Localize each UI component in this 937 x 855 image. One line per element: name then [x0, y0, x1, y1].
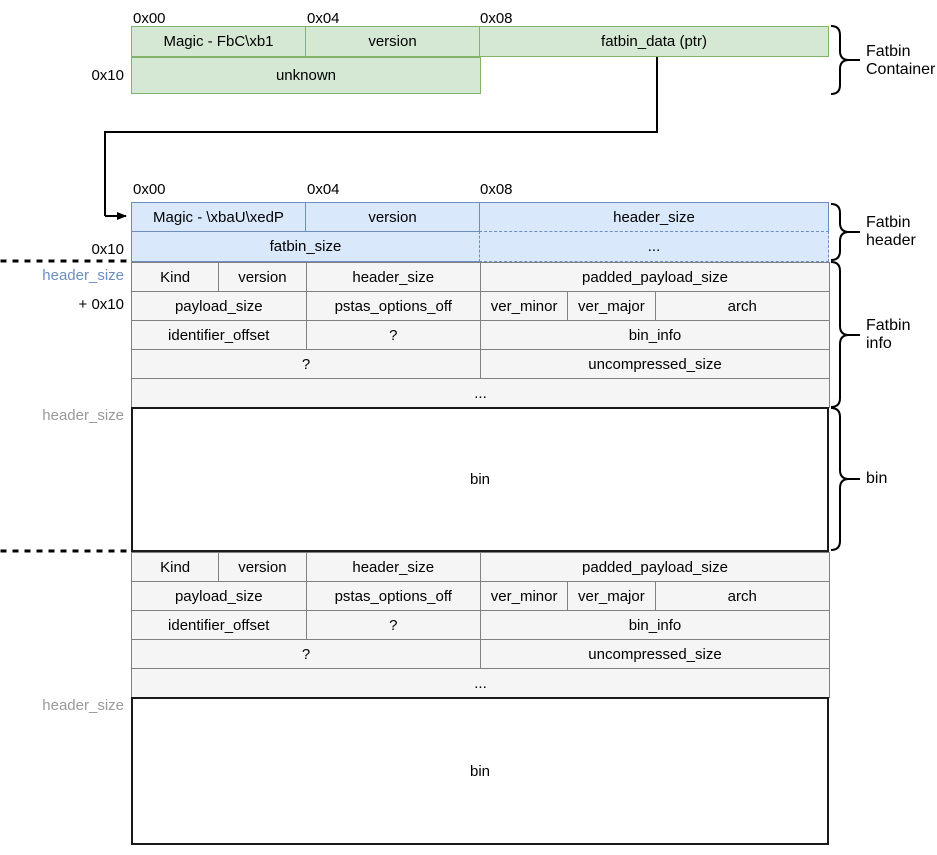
info-cell: identifier_offset: [131, 320, 307, 350]
info-cell: ...: [131, 668, 830, 698]
container-offset-0x08: 0x08: [480, 10, 513, 27]
header-ellipsis-cell: ...: [479, 231, 829, 262]
info-cell: identifier_offset: [131, 610, 307, 640]
header-offset-0x00: 0x00: [133, 181, 166, 198]
label-plus-0x10: + 0x10: [78, 296, 124, 313]
info-cell: ...: [131, 378, 830, 408]
info-cell: uncompressed_size: [480, 349, 830, 379]
container-unknown-cell: unknown: [131, 57, 481, 94]
info-cell: ver_major: [567, 291, 656, 321]
header-row-offset-label: 0x10: [91, 241, 124, 258]
info-cell: ?: [305, 320, 481, 350]
header-header-size-cell: header_size: [479, 202, 829, 232]
info-cell: ver_minor: [480, 581, 569, 611]
header-offset-0x04: 0x04: [307, 181, 340, 198]
info-cell: padded_payload_size: [480, 552, 830, 582]
container-offset-0x04: 0x04: [307, 10, 340, 27]
info-cell: Kind: [131, 262, 220, 292]
brace-label-fatbin-container: Fatbin Container: [866, 43, 936, 78]
info-cell: ?: [131, 349, 481, 379]
info-cell: uncompressed_size: [480, 639, 830, 669]
brace-label-bin: bin: [866, 470, 888, 487]
info-cell: Kind: [131, 552, 220, 582]
info-cell: ver_major: [567, 581, 656, 611]
info-cell: version: [218, 552, 307, 582]
label-header-size-blue: header_size: [42, 267, 124, 284]
header-fatbin-size-cell: fatbin_size: [131, 231, 480, 262]
info-cell: arch: [654, 291, 830, 321]
info-cell: padded_payload_size: [480, 262, 830, 292]
container-magic-cell: Magic - FbC\xb1: [131, 26, 306, 57]
info-cell: payload_size: [131, 291, 307, 321]
info-cell: header_size: [305, 552, 481, 582]
brace-label-fatbin-header: Fatbin header: [866, 214, 916, 249]
brace-fatbin-info: [830, 261, 860, 408]
container-fatbin-data-cell: fatbin_data (ptr): [479, 26, 829, 57]
label-header-size-grey-1: header_size: [42, 407, 124, 424]
info-cell: bin_info: [480, 610, 830, 640]
container-row-offset-label: 0x10: [91, 67, 124, 84]
container-version-cell: version: [305, 26, 480, 57]
info-cell: bin_info: [480, 320, 830, 350]
brace-label-fatbin-info: Fatbin info: [866, 317, 911, 352]
info-cell: ver_minor: [480, 291, 569, 321]
info-cell: pstas_options_off: [305, 581, 481, 611]
bin-blob-1: bin: [131, 407, 829, 552]
header-magic-cell: Magic - \xbaU\xedP: [131, 202, 306, 232]
header-version-cell: version: [305, 202, 480, 232]
label-header-size-grey-2: header_size: [42, 697, 124, 714]
info-cell: ?: [305, 610, 481, 640]
container-offset-0x00: 0x00: [133, 10, 166, 27]
info-cell: version: [218, 262, 307, 292]
bin-blob-2: bin: [131, 697, 829, 845]
brace-fatbin-container: [830, 25, 860, 95]
info-cell: header_size: [305, 262, 481, 292]
info-cell: pstas_options_off: [305, 291, 481, 321]
brace-bin: [830, 407, 860, 551]
info-cell: ?: [131, 639, 481, 669]
brace-fatbin-header: [830, 203, 860, 261]
info-cell: payload_size: [131, 581, 307, 611]
info-cell: arch: [654, 581, 830, 611]
header-offset-0x08: 0x08: [480, 181, 513, 198]
